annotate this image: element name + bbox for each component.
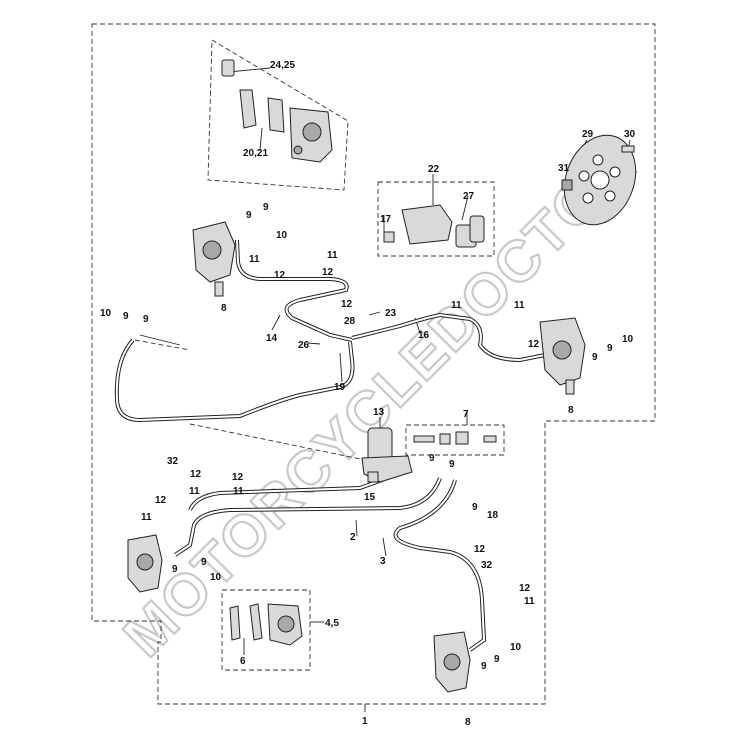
callout-12c: 12 <box>341 299 353 310</box>
callout-9f: 9 <box>607 343 613 354</box>
callout-1: 1 <box>362 716 368 727</box>
callout-9m: 9 <box>494 654 500 665</box>
callout-9k: 9 <box>201 557 207 568</box>
brake-line-front-upper <box>235 239 353 342</box>
callout-11h: 11 <box>524 596 535 607</box>
callout-11a: 11 <box>249 254 260 265</box>
callout-2: 2 <box>350 532 356 543</box>
callout-3: 3 <box>380 556 386 567</box>
group-outline-4-5 <box>221 589 311 671</box>
callout-labels: 1 2 3 4,5 6 7 8 8 8 9 9 9 9 9 9 9 9 9 9 … <box>100 60 636 728</box>
callout-9d: 9 <box>143 314 149 325</box>
master-cylinder-22 <box>383 204 485 248</box>
callout-9l: 9 <box>481 661 487 672</box>
callout-9j: 9 <box>172 564 178 575</box>
callout-10b: 10 <box>100 308 112 319</box>
callout-11b: 11 <box>327 250 338 261</box>
callout-9b: 9 <box>263 202 269 213</box>
callout-11d: 11 <box>514 300 525 311</box>
callout-17: 17 <box>380 214 392 225</box>
callout-20-21: 20,21 <box>243 148 268 159</box>
callout-9a: 9 <box>246 210 252 221</box>
group-outline-7 <box>405 424 505 456</box>
callout-24-25: 24,25 <box>270 60 295 71</box>
callout-11g: 11 <box>141 512 152 523</box>
caliper-rear-right <box>433 631 471 693</box>
callout-32a: 32 <box>167 456 179 467</box>
callout-9g: 9 <box>429 453 435 464</box>
callout-9i: 9 <box>472 502 478 513</box>
callout-12a: 12 <box>274 270 286 281</box>
callout-27: 27 <box>463 191 475 202</box>
callout-11e: 11 <box>189 486 200 497</box>
pipe-to-caliper-left <box>134 339 191 351</box>
group-outline-24-25 <box>207 39 349 191</box>
callout-10e: 10 <box>510 642 522 653</box>
callout-12d: 12 <box>528 339 540 350</box>
callout-9c: 9 <box>123 311 129 322</box>
callout-18: 18 <box>487 510 499 521</box>
callout-12g: 12 <box>155 495 167 506</box>
callout-9h: 9 <box>449 459 455 470</box>
parts-kit-7 <box>413 431 497 445</box>
callout-26: 26 <box>298 340 310 351</box>
callout-11c: 11 <box>451 300 462 311</box>
callout-12i: 12 <box>519 583 531 594</box>
callout-12h: 12 <box>474 544 486 555</box>
callout-9e: 9 <box>592 352 598 363</box>
callout-6: 6 <box>240 656 246 667</box>
brake-line-19 <box>114 338 355 423</box>
callout-31: 31 <box>558 163 570 174</box>
callout-14: 14 <box>266 333 278 344</box>
brake-disc-29 <box>561 134 637 226</box>
callout-8b: 8 <box>568 405 574 416</box>
callout-15: 15 <box>364 492 376 503</box>
callout-10a: 10 <box>276 230 288 241</box>
brake-line-16 <box>351 312 546 363</box>
callout-12b: 12 <box>322 267 334 278</box>
callout-12e: 12 <box>190 469 202 480</box>
callout-7: 7 <box>463 409 469 420</box>
callout-23: 23 <box>385 308 397 319</box>
caliper-24-25-assembly <box>221 59 333 163</box>
callout-32b: 32 <box>481 560 493 571</box>
group-outline-22 <box>377 181 495 257</box>
caliper-front-left <box>192 221 236 297</box>
callout-13: 13 <box>373 407 385 418</box>
caliper-rear-left <box>127 534 163 593</box>
master-cylinder-13 <box>361 427 413 483</box>
callout-22: 22 <box>428 164 440 175</box>
callout-8c: 8 <box>465 717 471 728</box>
callout-16: 16 <box>418 330 430 341</box>
callout-10c: 10 <box>622 334 634 345</box>
callout-8a: 8 <box>221 303 227 314</box>
caliper-front-right <box>539 317 586 395</box>
callout-11f: 11 <box>233 486 244 497</box>
callout-10d: 10 <box>210 572 222 583</box>
assembly-outline <box>91 23 656 705</box>
brake-line-2 <box>173 477 442 557</box>
callout-19: 19 <box>334 382 346 393</box>
caliper-4-5-kit <box>229 603 303 646</box>
callout-29: 29 <box>582 129 594 140</box>
callout-28: 28 <box>344 316 356 327</box>
callout-12f: 12 <box>232 472 244 483</box>
brake-line-3 <box>393 479 487 652</box>
callout-30: 30 <box>624 129 636 140</box>
callout-4-5: 4,5 <box>325 618 339 629</box>
